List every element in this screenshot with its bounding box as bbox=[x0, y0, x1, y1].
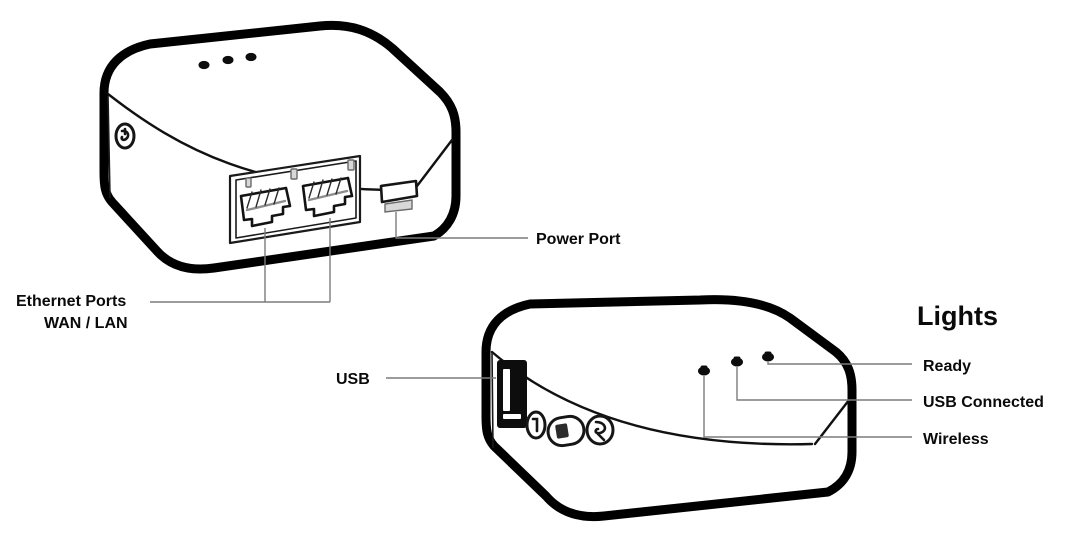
led-indicator-icon bbox=[224, 56, 232, 64]
light-usb-connected-label: USB Connected bbox=[923, 394, 1044, 411]
led-indicator-icon bbox=[700, 365, 708, 374]
power-port-label: Power Port bbox=[536, 231, 621, 248]
led-indicator-icon bbox=[247, 53, 255, 61]
top-device-right-fold bbox=[412, 138, 454, 192]
indicator-glyph-fill bbox=[555, 423, 569, 439]
top-device-callouts bbox=[150, 212, 528, 303]
top-device-shell bbox=[99, 20, 461, 274]
panel-tab bbox=[290, 168, 298, 180]
lights-heading: Lights bbox=[917, 301, 998, 331]
led-indicator-icon bbox=[764, 351, 772, 360]
bottom-device-left-fold bbox=[491, 351, 494, 449]
front-indicator-glyphs bbox=[525, 410, 615, 448]
bottom-device-callouts bbox=[386, 362, 912, 438]
led-indicator-icon bbox=[200, 61, 208, 69]
micro-usb-icon bbox=[379, 179, 419, 213]
light-ready-label: Ready bbox=[923, 358, 971, 375]
ethernet-ports-sublabel: WAN / LAN bbox=[44, 315, 128, 332]
bottom-device-shell bbox=[481, 295, 857, 522]
bottom-device-led-group bbox=[698, 351, 774, 376]
power-port-leader-line bbox=[395, 212, 528, 239]
rj45-jack-icon bbox=[301, 176, 354, 218]
panel-tab bbox=[245, 177, 252, 188]
power-glyph-icon bbox=[585, 414, 615, 446]
reset-button-icon bbox=[114, 122, 136, 150]
led-indicator-icon bbox=[733, 356, 741, 365]
top-device-led-group bbox=[198, 52, 257, 70]
top-device-panel-inner bbox=[235, 160, 357, 239]
usb-connected-leader-line bbox=[736, 367, 912, 401]
panel-tab bbox=[347, 159, 355, 171]
top-device-left-fold bbox=[107, 95, 111, 199]
bottom-device-side-view bbox=[481, 295, 857, 522]
ready-leader-line bbox=[767, 362, 912, 365]
ethernet-ports-label: Ethernet Ports bbox=[16, 293, 126, 310]
wireless-leader-line bbox=[703, 376, 912, 438]
rj45-jack-icon bbox=[239, 186, 292, 228]
usb-label: USB bbox=[336, 371, 370, 388]
top-device-rear-view bbox=[99, 20, 461, 274]
light-wireless-label: Wireless bbox=[923, 431, 989, 448]
usb-a-icon bbox=[497, 360, 527, 428]
